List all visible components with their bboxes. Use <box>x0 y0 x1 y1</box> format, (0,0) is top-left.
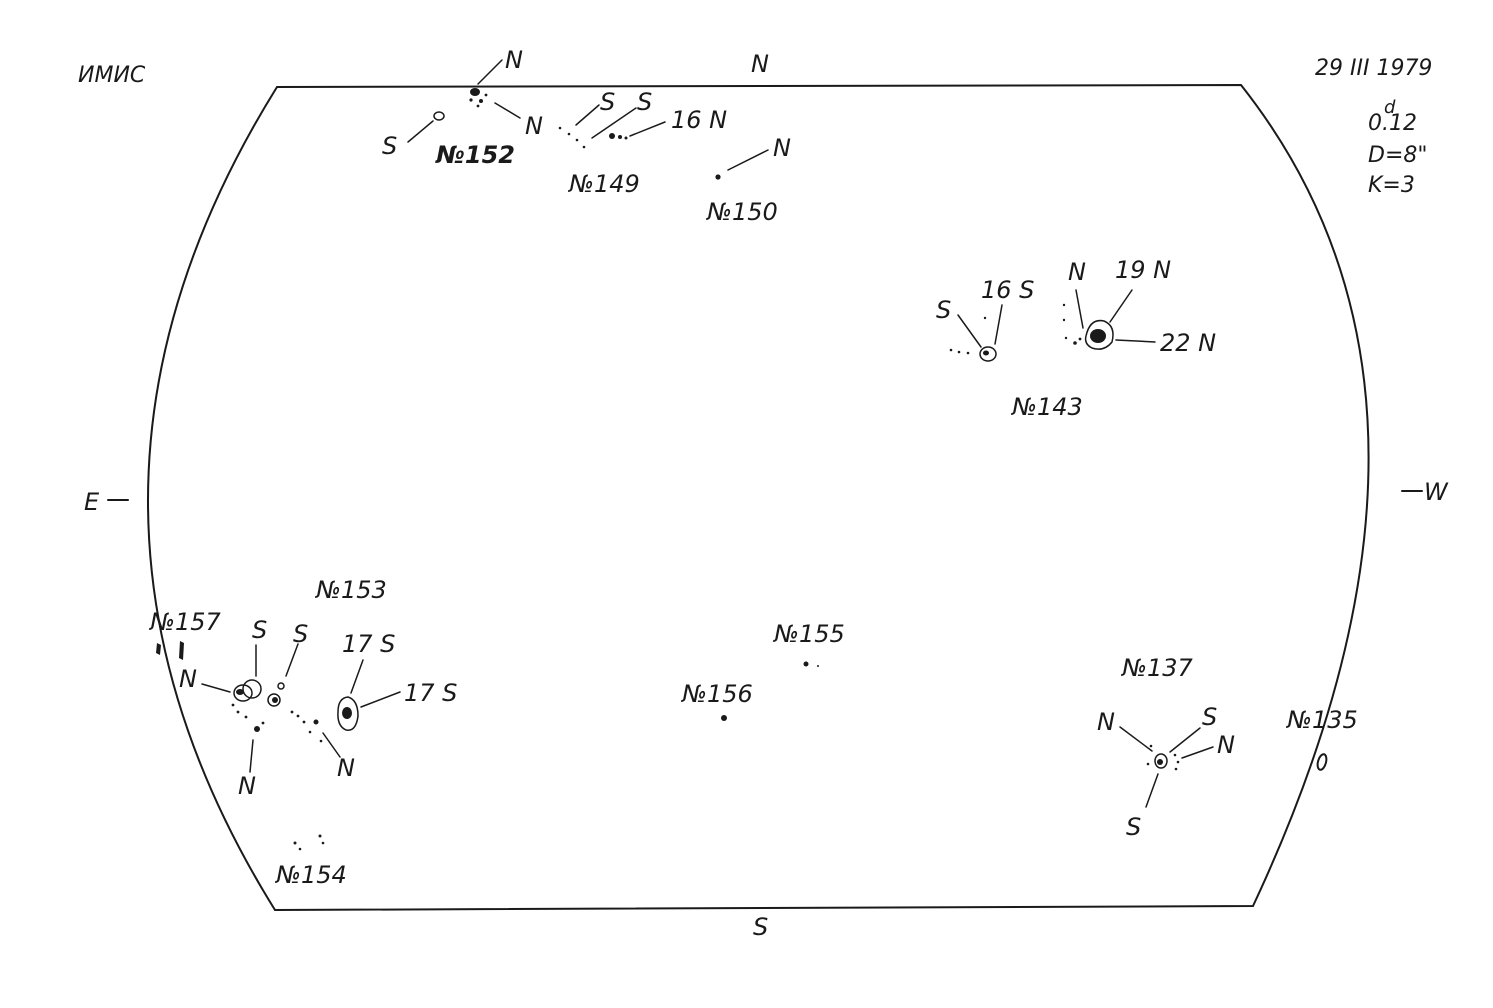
south-direction-label: S <box>753 913 768 941</box>
polarity-label: S <box>293 620 308 648</box>
east-direction-label: E <box>84 488 100 516</box>
group-154: №154 <box>274 834 347 889</box>
group-label-135: №135 <box>1285 706 1358 734</box>
sunspot <box>433 111 445 121</box>
quality-label: K=3 <box>1368 173 1415 198</box>
polarity-label: 17 S <box>342 630 395 658</box>
sunspot <box>242 679 262 699</box>
sunspot <box>979 346 997 362</box>
polarity-label: S <box>637 88 652 116</box>
polarity-label: 16 N <box>671 106 727 134</box>
polarity-label: 16 S <box>981 276 1034 304</box>
polarity-label: S <box>936 296 951 324</box>
group-143: S 16 S N 19 N 22 N №143 <box>936 256 1216 421</box>
sunspot <box>233 684 253 702</box>
polarity-label: N <box>179 665 197 693</box>
sunspot <box>1154 753 1168 769</box>
polarity-label: N <box>505 46 523 74</box>
time-label: 0 d .12 <box>1368 97 1417 136</box>
svg-text:0: 0 <box>1368 111 1382 136</box>
group-label-137: №137 <box>1120 654 1194 682</box>
sunspot <box>721 715 727 721</box>
group-label-150: №150 <box>705 198 778 226</box>
sunspot <box>1316 753 1328 771</box>
date-label: 29 III 1979 <box>1315 56 1432 81</box>
polarity-label: N <box>773 134 791 162</box>
group-label-152: №152 <box>435 141 515 169</box>
sunspot <box>470 88 480 96</box>
observatory-label: ИМИС <box>78 63 146 88</box>
polarity-label: N <box>1217 731 1235 759</box>
polarity-label: N <box>238 772 256 800</box>
group-137: N S N S №137 <box>1097 654 1235 841</box>
polarity-label: 19 N <box>1115 256 1171 284</box>
group-label-143: №143 <box>1010 393 1083 421</box>
polarity-label: S <box>1202 703 1217 731</box>
group-153: S S 17 S 17 S N N N №153 <box>179 576 457 800</box>
group-157: №157 <box>148 608 222 660</box>
north-direction-label: N <box>751 50 769 78</box>
polarity-label: S <box>382 132 397 160</box>
group-149: S S 16 N №149 <box>558 88 727 198</box>
polarity-label: S <box>600 88 615 116</box>
group-label-155: №155 <box>772 620 845 648</box>
sunspot <box>1084 319 1114 350</box>
sunspot <box>715 174 721 180</box>
polarity-label: S <box>252 616 267 644</box>
svg-text:d: d <box>1384 97 1396 118</box>
group-label-157: №157 <box>148 608 222 636</box>
polarity-label: N <box>1097 708 1115 736</box>
sunspot <box>803 661 809 667</box>
group-label-149: №149 <box>567 170 640 198</box>
polarity-label: N <box>1068 258 1086 286</box>
group-135: №135 <box>1285 706 1358 771</box>
polarity-label: N <box>525 112 543 140</box>
polarity-label: S <box>1126 813 1141 841</box>
polarity-label: 17 S <box>404 679 457 707</box>
polarity-label: N <box>337 754 355 782</box>
group-label-156: №156 <box>680 680 753 708</box>
west-direction-label: W <box>1424 478 1449 506</box>
group-label-154: №154 <box>274 861 347 889</box>
sunspot <box>337 696 359 731</box>
solar-disk-frame <box>147 83 1370 912</box>
polarity-label: 22 N <box>1160 329 1216 357</box>
group-150: N №150 <box>705 134 791 226</box>
group-label-153: №153 <box>314 576 387 604</box>
group-155: №155 <box>772 620 845 667</box>
group-156: №156 <box>680 680 753 721</box>
svg-text:.12: .12 <box>1382 111 1417 136</box>
diameter-label: D=8" <box>1368 143 1428 168</box>
group-152: N N S №152 <box>382 46 543 169</box>
